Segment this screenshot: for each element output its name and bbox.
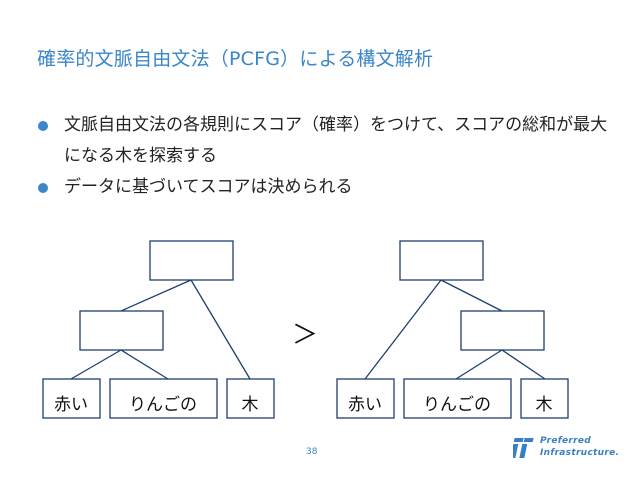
- company-logo: Preferred Infrastructure.: [513, 434, 623, 464]
- tree-leaf-label: りんごの: [423, 395, 491, 415]
- tree-edge: [440, 279, 503, 312]
- comparison-symbol: ＞: [292, 321, 318, 351]
- bullet-text: 文脈自由文法の各規則にスコア（確率）をつけて、スコアの総和が最大になる木を探索す…: [64, 115, 608, 166]
- slide-title: 確率的文脈自由文法（PCFG）による構文解析: [37, 48, 434, 70]
- tree-leaf-box: [520, 378, 569, 419]
- tree-leaf-label: 木: [242, 395, 259, 415]
- company-logo-text: Preferred Infrastructure.: [540, 435, 619, 459]
- bullet-list: 文脈自由文法の各規則にスコア（確率）をつけて、スコアの総和が最大になる木を探索す…: [38, 110, 618, 203]
- company-logo-mark-icon: [513, 438, 534, 458]
- bullet-text: データに基づいてスコアは決められる: [64, 177, 353, 197]
- tree-edge: [120, 279, 192, 312]
- tree-leaf-box: [226, 378, 275, 419]
- bullet-dot-icon: [38, 121, 48, 131]
- tree-node-root: [399, 240, 484, 281]
- tree-leaf-label: 赤い: [348, 395, 382, 415]
- tree-edge: [364, 279, 442, 380]
- tree-node-inner: [460, 310, 545, 351]
- tree-leaf-label: 赤い: [54, 395, 88, 415]
- tree-edge: [120, 349, 169, 380]
- right-parse-tree: 赤い りんごの 木: [336, 240, 569, 419]
- tree-leaf-box: [42, 378, 101, 419]
- tree-node-inner: [79, 310, 164, 351]
- tree-leaf-label: りんごの: [129, 395, 197, 415]
- bullet-dot-icon: [38, 183, 48, 193]
- left-parse-tree: 赤い りんごの 木: [42, 240, 275, 419]
- tree-leaf-box: [336, 378, 395, 419]
- logo-line: Preferred: [540, 436, 592, 446]
- tree-edge: [70, 349, 122, 380]
- tree-leaf-label: 木: [536, 395, 553, 415]
- tree-leaf-box: [403, 378, 512, 419]
- tree-edge: [190, 279, 251, 380]
- page-number: 38: [306, 447, 318, 457]
- tree-leaf-box: [109, 378, 218, 419]
- logo-line: Infrastructure.: [540, 448, 620, 458]
- tree-edge: [501, 349, 546, 380]
- bullet-item: データに基づいてスコアは決められる: [38, 172, 618, 203]
- tree-edge: [455, 349, 503, 380]
- bullet-item: 文脈自由文法の各規則にスコア（確率）をつけて、スコアの総和が最大になる木を探索す…: [38, 110, 618, 172]
- tree-node-root: [149, 240, 234, 281]
